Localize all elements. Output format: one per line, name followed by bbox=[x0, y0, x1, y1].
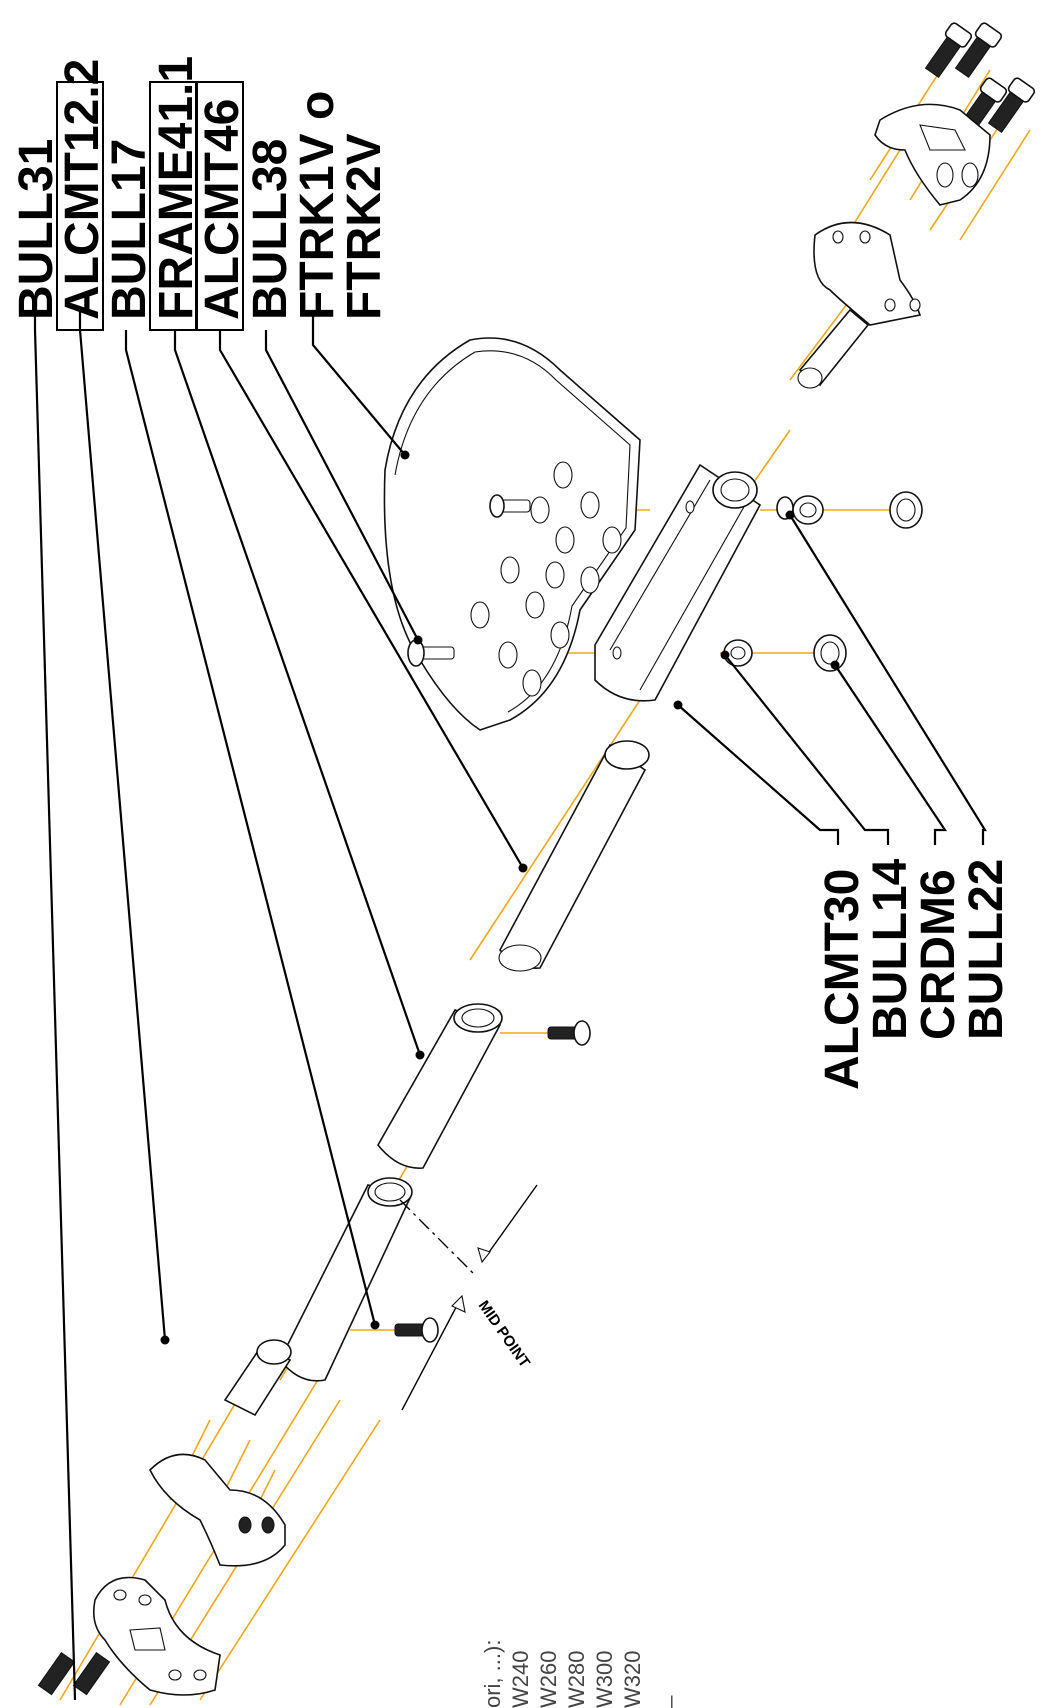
footplate-screw-lower bbox=[407, 639, 455, 667]
nut-lower bbox=[723, 639, 753, 667]
note-line-4: W300 bbox=[592, 1651, 617, 1708]
upper-short-rod bbox=[797, 308, 870, 389]
upper-clamp-base bbox=[813, 221, 922, 326]
note-line-2: W260 bbox=[536, 1651, 561, 1708]
tube-upper-long bbox=[498, 740, 650, 972]
footplate bbox=[383, 337, 641, 731]
label-frame41-1: FRAME41.1 bbox=[150, 56, 203, 320]
nut-upper bbox=[776, 495, 824, 525]
label-alcmt12-2: ALCMT12.2 bbox=[56, 59, 109, 320]
label-ftrk2v: FTRK2V bbox=[338, 133, 391, 320]
label-crdm6: CRDM6 bbox=[912, 869, 965, 1040]
mid-point-label: MID POINT bbox=[475, 1298, 533, 1371]
label-alcmt30: ALCMT30 bbox=[816, 869, 869, 1090]
label-alcmt46: ALCMT46 bbox=[196, 99, 249, 320]
upper-clamp-cap bbox=[874, 103, 991, 206]
bracket-tube bbox=[594, 463, 762, 702]
size-notes: ori, ...): W240 W260 W280 W300 W320 _ bbox=[480, 1640, 673, 1708]
lower-clamp-base bbox=[149, 1453, 286, 1567]
label-ftrk1v: FTRK1V o bbox=[291, 91, 344, 320]
lower-clamp-screws bbox=[37, 1651, 111, 1696]
label-bull31: BULL31 bbox=[10, 139, 63, 320]
label-bull22: BULL22 bbox=[960, 859, 1013, 1040]
part-labels-right: ALCMT30 BULL14 CRDM6 BULL22 bbox=[816, 858, 1013, 1090]
note-line-3: W280 bbox=[564, 1651, 589, 1708]
note-line-6: _ bbox=[648, 1695, 673, 1708]
cap-lower bbox=[813, 634, 847, 672]
leader-lines-right bbox=[673, 510, 987, 845]
cap-upper bbox=[889, 491, 923, 529]
lower-clamp-cap bbox=[92, 1576, 221, 1696]
footplate-screw-upper bbox=[489, 494, 531, 518]
tube-middle-screw bbox=[547, 1020, 591, 1046]
part-labels-left: BULL31 ALCMT12.2 BULL17 FRAME41.1 ALCMT4… bbox=[10, 56, 391, 331]
label-bull38: BULL38 bbox=[244, 139, 297, 320]
tube-middle bbox=[377, 1003, 503, 1169]
note-line-1: W240 bbox=[508, 1651, 533, 1708]
footplate-holes bbox=[470, 461, 622, 697]
leader-lines-left bbox=[33, 310, 528, 1701]
alcmt46-label-box bbox=[196, 81, 244, 331]
label-bull14: BULL14 bbox=[864, 858, 917, 1040]
mid-point-indicator: MID POINT bbox=[399, 1184, 538, 1411]
alcmt12-2-label-box bbox=[56, 81, 104, 331]
note-line-5: W320 bbox=[620, 1651, 645, 1708]
label-bull17: BULL17 bbox=[103, 139, 156, 320]
lower-short-rod bbox=[223, 1339, 292, 1417]
note-line-0: ori, ...): bbox=[480, 1640, 505, 1708]
tube-lower-screw bbox=[394, 1317, 439, 1343]
